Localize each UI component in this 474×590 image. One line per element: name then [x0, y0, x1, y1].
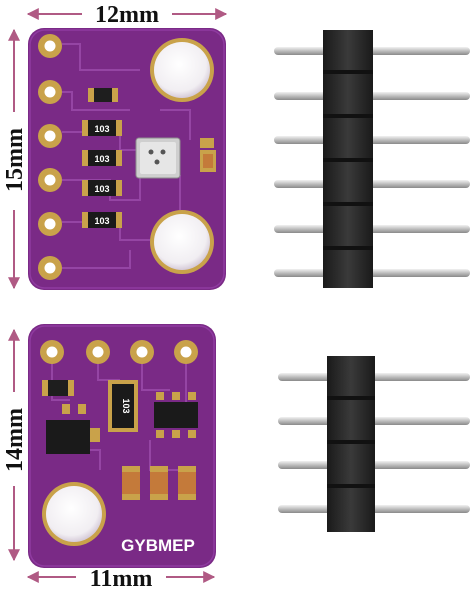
resistor-r2-code: 103: [94, 154, 109, 164]
sensor-board-bottom: 103 GYBMEP: [28, 324, 216, 568]
dimension-bottom-width: 11mm: [26, 566, 216, 590]
resistor-r4: 103: [82, 212, 122, 228]
resistors-bottom: [122, 466, 196, 500]
resistor-array: 103: [108, 380, 138, 432]
resistor-r3: 103: [82, 180, 122, 196]
mounting-hole-top-upper: [150, 38, 214, 102]
pin-header-6: [274, 30, 470, 288]
capacitor-top: [88, 88, 118, 102]
dimension-top-width: 12mm: [26, 2, 228, 28]
top-height-label: 15mm: [2, 128, 28, 192]
resistor-r1-code: 103: [94, 124, 109, 134]
sensor-board-top: 103 103 103 103: [28, 28, 226, 290]
mounting-hole-bottom: [42, 482, 106, 546]
bottom-height-label: 14mm: [2, 408, 28, 472]
regulator-chip: [46, 404, 100, 454]
top-width-label: 12mm: [95, 2, 159, 28]
header-plastic-4: [327, 356, 375, 532]
bottom-width-label: 11mm: [90, 566, 153, 590]
resistor-r1: 103: [82, 120, 122, 136]
pin-pads-bottom: [40, 340, 198, 364]
capacitor-bottom-left: [42, 380, 74, 396]
resistor-r2: 103: [82, 150, 122, 166]
resistor-r4-code: 103: [94, 216, 109, 226]
board-silkscreen-label: GYBMEP: [121, 536, 195, 555]
mounting-hole-top-lower: [150, 210, 214, 274]
sensor-chip: [135, 137, 181, 179]
header-plastic-6: [323, 30, 373, 288]
dimension-bottom-height: 14mm: [2, 328, 28, 562]
mosfet-chip: [154, 392, 198, 438]
capacitor-right: [200, 138, 216, 172]
dimension-top-height: 15mm: [2, 28, 28, 290]
pin-pads-top: [38, 34, 62, 280]
resistor-r3-code: 103: [94, 184, 109, 194]
pin-header-4: [278, 356, 470, 532]
resistor-array-code: 103: [121, 398, 131, 413]
